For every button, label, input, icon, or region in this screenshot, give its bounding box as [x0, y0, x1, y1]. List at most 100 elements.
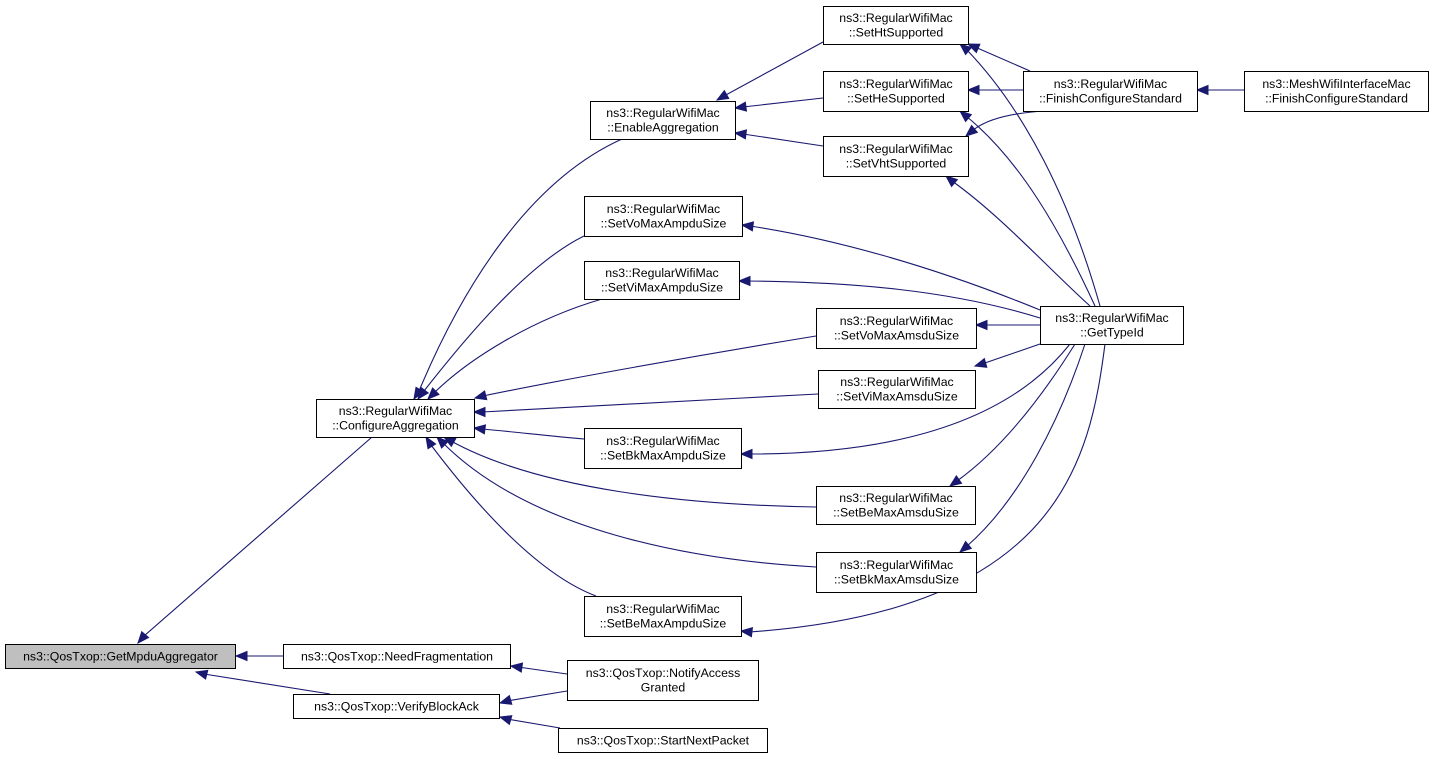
node-verify-block-ack[interactable]: ns3::QosTxop::VerifyBlockAck: [293, 694, 500, 719]
node-set-vi-max-amsdu[interactable]: ns3::RegularWifiMac::SetViMaxAmsduSize: [818, 370, 976, 409]
edge-line: [716, 41, 824, 101]
arrow-head-icon: [737, 275, 751, 287]
node-box: [823, 6, 969, 45]
node-label-line: ns3::RegularWifiMac: [840, 558, 953, 572]
edge-set_be_max_ampdu-to-configure_aggregation: [425, 435, 597, 597]
node-label-line: ::SetBeMaxAmpduSize: [600, 617, 727, 631]
node-mesh-finish-configure-standard[interactable]: ns3::MeshWifiInterfaceMac::FinishConfigu…: [1244, 71, 1429, 112]
edge-get_type_id-to-set_vi_max_amsdu: [973, 343, 1041, 368]
edge-line: [436, 436, 817, 568]
edge-get_type_id-to-set_be_max_amsdu: [948, 343, 1076, 487]
node-enable-aggregation[interactable]: ns3::RegularWifiMac::EnableAggregation: [590, 101, 736, 140]
node-label-line: ::SetBeMaxAmsduSize: [833, 506, 959, 520]
edge-line: [474, 393, 819, 413]
arrow-head-icon: [436, 436, 449, 449]
arrow-head-icon: [973, 357, 988, 368]
arrow-head-icon: [234, 650, 248, 662]
node-set-vo-max-amsdu[interactable]: ns3::RegularWifiMac::SetVoMaxAmsduSize: [816, 308, 977, 349]
node-label-line: ::GetTypeId: [1080, 326, 1144, 340]
node-set-bk-max-amsdu[interactable]: ns3::RegularWifiMac::SetBkMaxAmsduSize: [816, 552, 977, 593]
edge-line: [945, 175, 1091, 307]
edge-get_type_id-to-set_he_supported: [958, 110, 1096, 307]
node-set-bk-max-ampdu[interactable]: ns3::RegularWifiMac::SetBkMaxAmpduSize: [584, 428, 742, 469]
node-box: [1040, 306, 1184, 345]
edge-need_fragmentation-to-get_mpdu_aggregator: [234, 650, 283, 662]
node-label-line: ns3::RegularWifiMac: [606, 434, 719, 448]
node-label-line: ::FinishConfigureStandard: [1039, 92, 1182, 106]
node-get-mpdu-aggregator[interactable]: ns3::QosTxop::GetMpduAggregator: [5, 644, 236, 669]
edge-start_next_packet-to-verify_block_ack: [498, 715, 561, 729]
edge-line: [137, 436, 373, 644]
node-need-fragmentation[interactable]: ns3::QosTxop::NeedFragmentation: [283, 644, 511, 669]
node-label-line: ns3::MeshWifiInterfaceMac: [1262, 77, 1410, 91]
node-set-be-max-amsdu[interactable]: ns3::RegularWifiMac::SetBeMaxAmsduSize: [816, 486, 976, 525]
edge-line: [949, 343, 1076, 487]
node-label-line: ns3::RegularWifiMac: [839, 142, 952, 156]
edge-mesh_finish_configure_standard-to-finish_configure_standard: [1195, 84, 1244, 96]
node-label-line: ::SetBkMaxAmpduSize: [600, 449, 726, 463]
edge-line: [959, 110, 1096, 307]
arrow-head-icon: [417, 386, 430, 401]
node-start-next-packet[interactable]: ns3::QosTxop::StartNextPacket: [558, 728, 768, 753]
arrow-head-icon: [1195, 84, 1209, 96]
node-box: [567, 660, 759, 701]
arrow-head-icon: [509, 662, 524, 673]
edge-line: [741, 224, 1041, 311]
edge-line: [427, 298, 603, 400]
node-box: [584, 428, 742, 469]
node-label-line: ns3::RegularWifiMac: [607, 202, 720, 216]
edge-verify_block_ack-to-get_mpdu_aggregator: [194, 669, 331, 695]
node-box: [584, 261, 740, 300]
edge-line: [195, 671, 331, 695]
edge-notify_access_granted-to-verify_block_ack: [498, 690, 568, 705]
node-box: [5, 644, 236, 669]
edge-finish_configure_standard-to-set_vht_supported: [964, 110, 1046, 137]
node-set-vht-supported[interactable]: ns3::RegularWifiMac::SetVhtSupported: [823, 136, 969, 177]
node-set-be-max-ampdu[interactable]: ns3::RegularWifiMac::SetBeMaxAmpduSize: [584, 596, 742, 637]
arrow-head-icon: [966, 84, 980, 96]
edge-line: [741, 343, 1071, 455]
node-box: [1244, 71, 1429, 112]
node-box: [816, 308, 977, 349]
node-configure-aggregation[interactable]: ns3::RegularWifiMac::ConfigureAggregatio…: [316, 399, 475, 438]
node-label-line: ns3::RegularWifiMac: [839, 77, 952, 91]
node-set-vo-max-ampdu[interactable]: ns3::RegularWifiMac::SetVoMaxAmpduSize: [584, 196, 743, 237]
node-set-vi-max-ampdu[interactable]: ns3::RegularWifiMac::SetViMaxAmpduSize: [584, 261, 740, 300]
edge-get_type_id-to-set_vi_max_ampdu: [737, 275, 1041, 319]
edge-get_type_id-to-set_vo_max_amsdu: [974, 319, 1040, 331]
edge-line: [425, 436, 597, 597]
edge-set_vi_max_amsdu-to-configure_aggregation: [472, 393, 819, 418]
node-box: [1023, 71, 1198, 112]
node-box: [283, 644, 511, 669]
edge-get_type_id-to-set_ht_supported: [958, 43, 1101, 307]
edge-finish_configure_standard-to-set_he_supported: [966, 84, 1023, 96]
arrow-head-icon: [733, 101, 748, 112]
edge-line: [739, 280, 1041, 319]
node-box: [584, 196, 743, 237]
node-label-line: ns3::QosTxop::NotifyAccess: [586, 666, 740, 680]
edge-get_type_id-to-set_bk_max_ampdu: [739, 343, 1071, 460]
arrow-head-icon: [498, 694, 513, 705]
edge-line: [417, 235, 585, 400]
node-label-line: ns3::QosTxop::NeedFragmentation: [301, 649, 493, 663]
node-get-type-id[interactable]: ns3::RegularWifiMac::GetTypeId: [1040, 306, 1184, 345]
arrow-head-icon: [715, 89, 730, 101]
node-set-ht-supported[interactable]: ns3::RegularWifiMac::SetHtSupported: [823, 6, 969, 45]
edge-get_type_id-to-set_be_max_ampdu: [739, 343, 1106, 638]
node-finish-configure-standard[interactable]: ns3::RegularWifiMac::FinishConfigureStan…: [1023, 71, 1198, 112]
edge-get_type_id-to-set_bk_max_amsdu: [958, 343, 1086, 553]
node-label-line: ns3::RegularWifiMac: [606, 106, 719, 120]
node-box: [823, 136, 969, 177]
node-label-line: ::SetVhtSupported: [846, 157, 947, 171]
node-label-line: ns3::RegularWifiMac: [840, 314, 953, 328]
node-box: [584, 596, 742, 637]
edge-line: [740, 343, 1106, 633]
arrow-head-icon: [974, 319, 988, 331]
edge-set_vht_supported-to-enable_aggregation: [733, 129, 824, 147]
edge-set_bk_max_amsdu-to-configure_aggregation: [436, 436, 817, 568]
edge-line: [473, 427, 585, 440]
arrow-head-icon: [194, 669, 209, 680]
node-set-he-supported[interactable]: ns3::RegularWifiMac::SetHeSupported: [823, 71, 969, 112]
